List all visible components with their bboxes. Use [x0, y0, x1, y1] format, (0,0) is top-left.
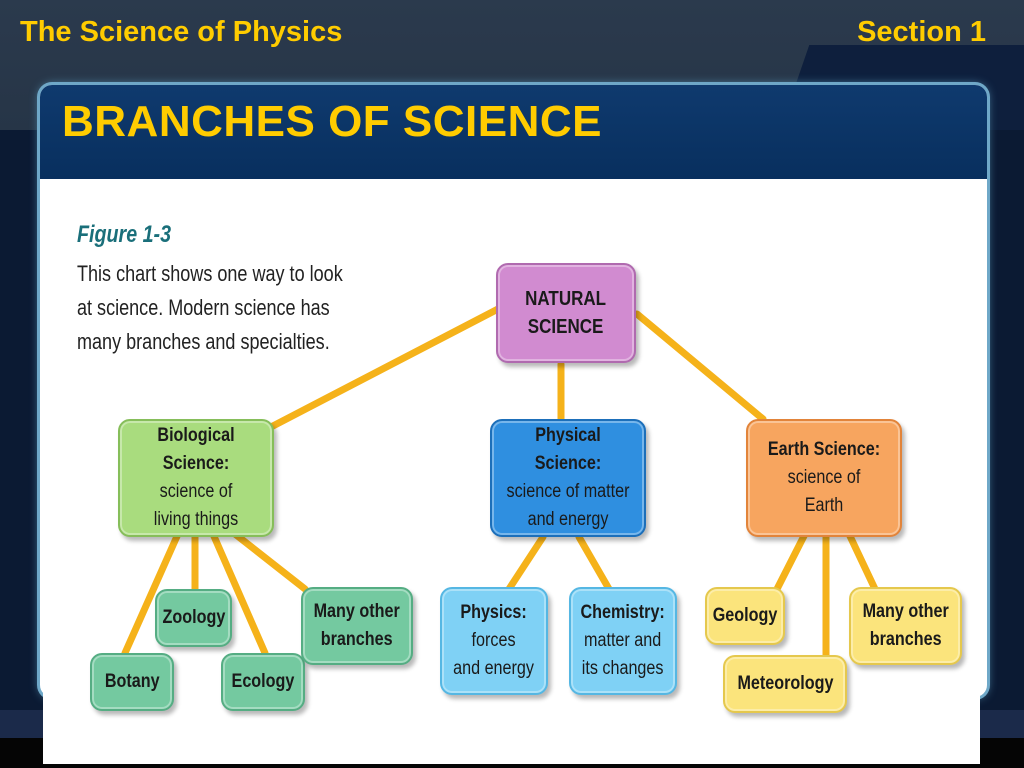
node-physical-science: Physical Science: science of matter and … [490, 419, 646, 537]
node-botany: Botany [90, 653, 174, 711]
node-line: its changes [582, 658, 664, 679]
node-line: branches [869, 629, 942, 650]
panel-title: BRANCHES OF SCIENCE [62, 97, 602, 146]
node-physics: Physics: forces and energy [440, 587, 548, 695]
node-geology: Geology [705, 587, 785, 645]
node-line: Many other [862, 601, 949, 622]
connector-lines [121, 305, 879, 663]
node-natural-line: NATURAL [525, 288, 607, 310]
connector-bio-other [231, 530, 309, 593]
node-line: science of matter [506, 481, 630, 502]
node-title: Biological Science: [157, 425, 235, 474]
connector-natural-earth [633, 310, 767, 423]
node-earth-other-branches: Many other branches [849, 587, 962, 665]
caption-line: at science. Modern science has [77, 295, 330, 320]
node-biological-science: Biological Science: science of living th… [118, 419, 274, 537]
node-line: Many other [313, 601, 401, 622]
node-line: and energy [453, 658, 535, 679]
section-label: Section 1 [857, 16, 986, 48]
node-title: Physical Science: [534, 425, 602, 474]
node-ecology: Ecology [221, 653, 305, 711]
connector-phys-physics [505, 533, 547, 593]
node-title: Earth Science: [767, 439, 881, 460]
connector-earth-other [845, 530, 879, 593]
figure-area: Figure 1-3 This chart shows one way to l… [43, 179, 980, 764]
node-earth-science: Earth Science: science of Earth [746, 419, 902, 537]
connector-natural-biological [267, 305, 502, 431]
node-line: living things [153, 509, 239, 530]
node-line: and energy [527, 509, 609, 530]
figure-caption: This chart shows one way to look at scie… [77, 257, 372, 359]
caption-line: many branches and specialties. [77, 329, 330, 354]
node-line: science of [787, 467, 861, 488]
figure-label: Figure 1-3 [77, 221, 172, 248]
node-line: Earth [804, 495, 844, 516]
node-meteorology: Meteorology [723, 655, 847, 713]
node-line: forces [471, 630, 516, 651]
panel-header: BRANCHES OF SCIENCE [40, 85, 987, 179]
node-line: branches [321, 629, 393, 650]
node-natural-line: SCIENCE [528, 316, 604, 338]
node-title: Chemistry: [580, 602, 666, 623]
node-line: matter and [584, 630, 662, 651]
node-line: science of [159, 481, 233, 502]
connector-phys-chemistry [575, 533, 613, 593]
node-natural-science: NATURAL SCIENCE [496, 263, 636, 363]
connector-bio-botany [121, 530, 182, 657]
connector-earth-geology [771, 530, 809, 597]
node-title: Physics: [460, 602, 528, 623]
node-bio-other-branches: Many other branches [301, 587, 413, 665]
slide-title: The Science of Physics [20, 16, 343, 48]
connector-bio-ecology [209, 530, 269, 657]
caption-line: This chart shows one way to look [77, 261, 343, 286]
node-zoology: Zoology [155, 589, 232, 647]
node-chemistry: Chemistry: matter and its changes [569, 587, 677, 695]
